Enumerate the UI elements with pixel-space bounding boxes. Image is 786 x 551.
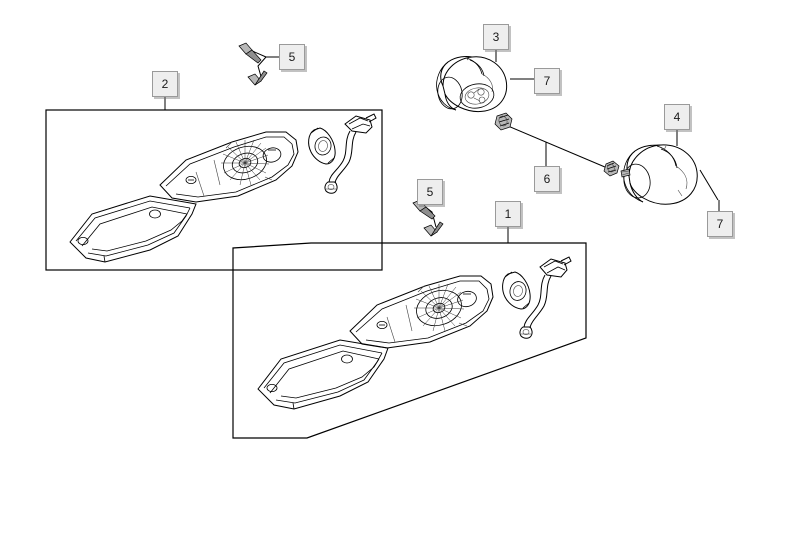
- callout-label-4: 4: [673, 110, 681, 124]
- tail-light-assembly-right: [257, 256, 572, 410]
- tail-light-body-right: [349, 275, 494, 349]
- callout-box-5-upper[interactable]: 5: [279, 44, 305, 70]
- mounting-screws-upper: [238, 42, 279, 86]
- callout-box-1[interactable]: 1: [495, 201, 521, 227]
- mounting-nuts: [494, 112, 620, 177]
- turn-signal-lower: [620, 130, 719, 205]
- turn-signal-upper: [436, 50, 534, 113]
- reflector-fan-right: [414, 283, 477, 332]
- bulb-socket-wire-left: [324, 113, 377, 194]
- screw-lower-b: [423, 221, 444, 237]
- bulb-gasket-left: [308, 127, 336, 165]
- reflector-fan: [221, 139, 282, 186]
- callout-label-7-upper: 7: [543, 74, 551, 88]
- callout-box-3[interactable]: 3: [483, 24, 509, 50]
- callout-label-1: 1: [504, 207, 512, 221]
- callout-label-3: 3: [492, 30, 500, 44]
- callout-box-5-lower[interactable]: 5: [417, 179, 443, 205]
- callout-box-6[interactable]: 6: [534, 166, 560, 192]
- callout-box-4[interactable]: 4: [664, 104, 690, 130]
- nut-upper: [494, 112, 513, 131]
- mounting-screws-lower: [412, 192, 444, 237]
- screw-upper-b: [247, 70, 268, 86]
- callout-label-2: 2: [161, 77, 169, 91]
- group-box-2: [45, 97, 383, 271]
- indicator-socket-upper: [459, 83, 495, 109]
- group-box-1: [232, 227, 587, 439]
- tail-light-lens-left: [69, 195, 197, 263]
- callout-box-7-lower[interactable]: 7: [707, 211, 733, 237]
- callout-box-2[interactable]: 2: [152, 71, 178, 97]
- callout-box-7-upper[interactable]: 7: [534, 68, 560, 94]
- bulb-socket-wire-right: [519, 256, 572, 339]
- nut-lower: [603, 160, 620, 177]
- tail-light-body-left: [159, 131, 299, 203]
- callout-label-6: 6: [543, 172, 551, 186]
- tail-light-lens-right: [257, 339, 389, 410]
- tail-light-assembly-left: [69, 113, 377, 263]
- callout-label-5-upper: 5: [288, 50, 296, 64]
- bulb-gasket-right: [502, 271, 531, 310]
- callout-label-5-lower: 5: [426, 185, 434, 199]
- callout-label-7-lower: 7: [716, 217, 724, 231]
- screw-upper-a: [238, 42, 262, 64]
